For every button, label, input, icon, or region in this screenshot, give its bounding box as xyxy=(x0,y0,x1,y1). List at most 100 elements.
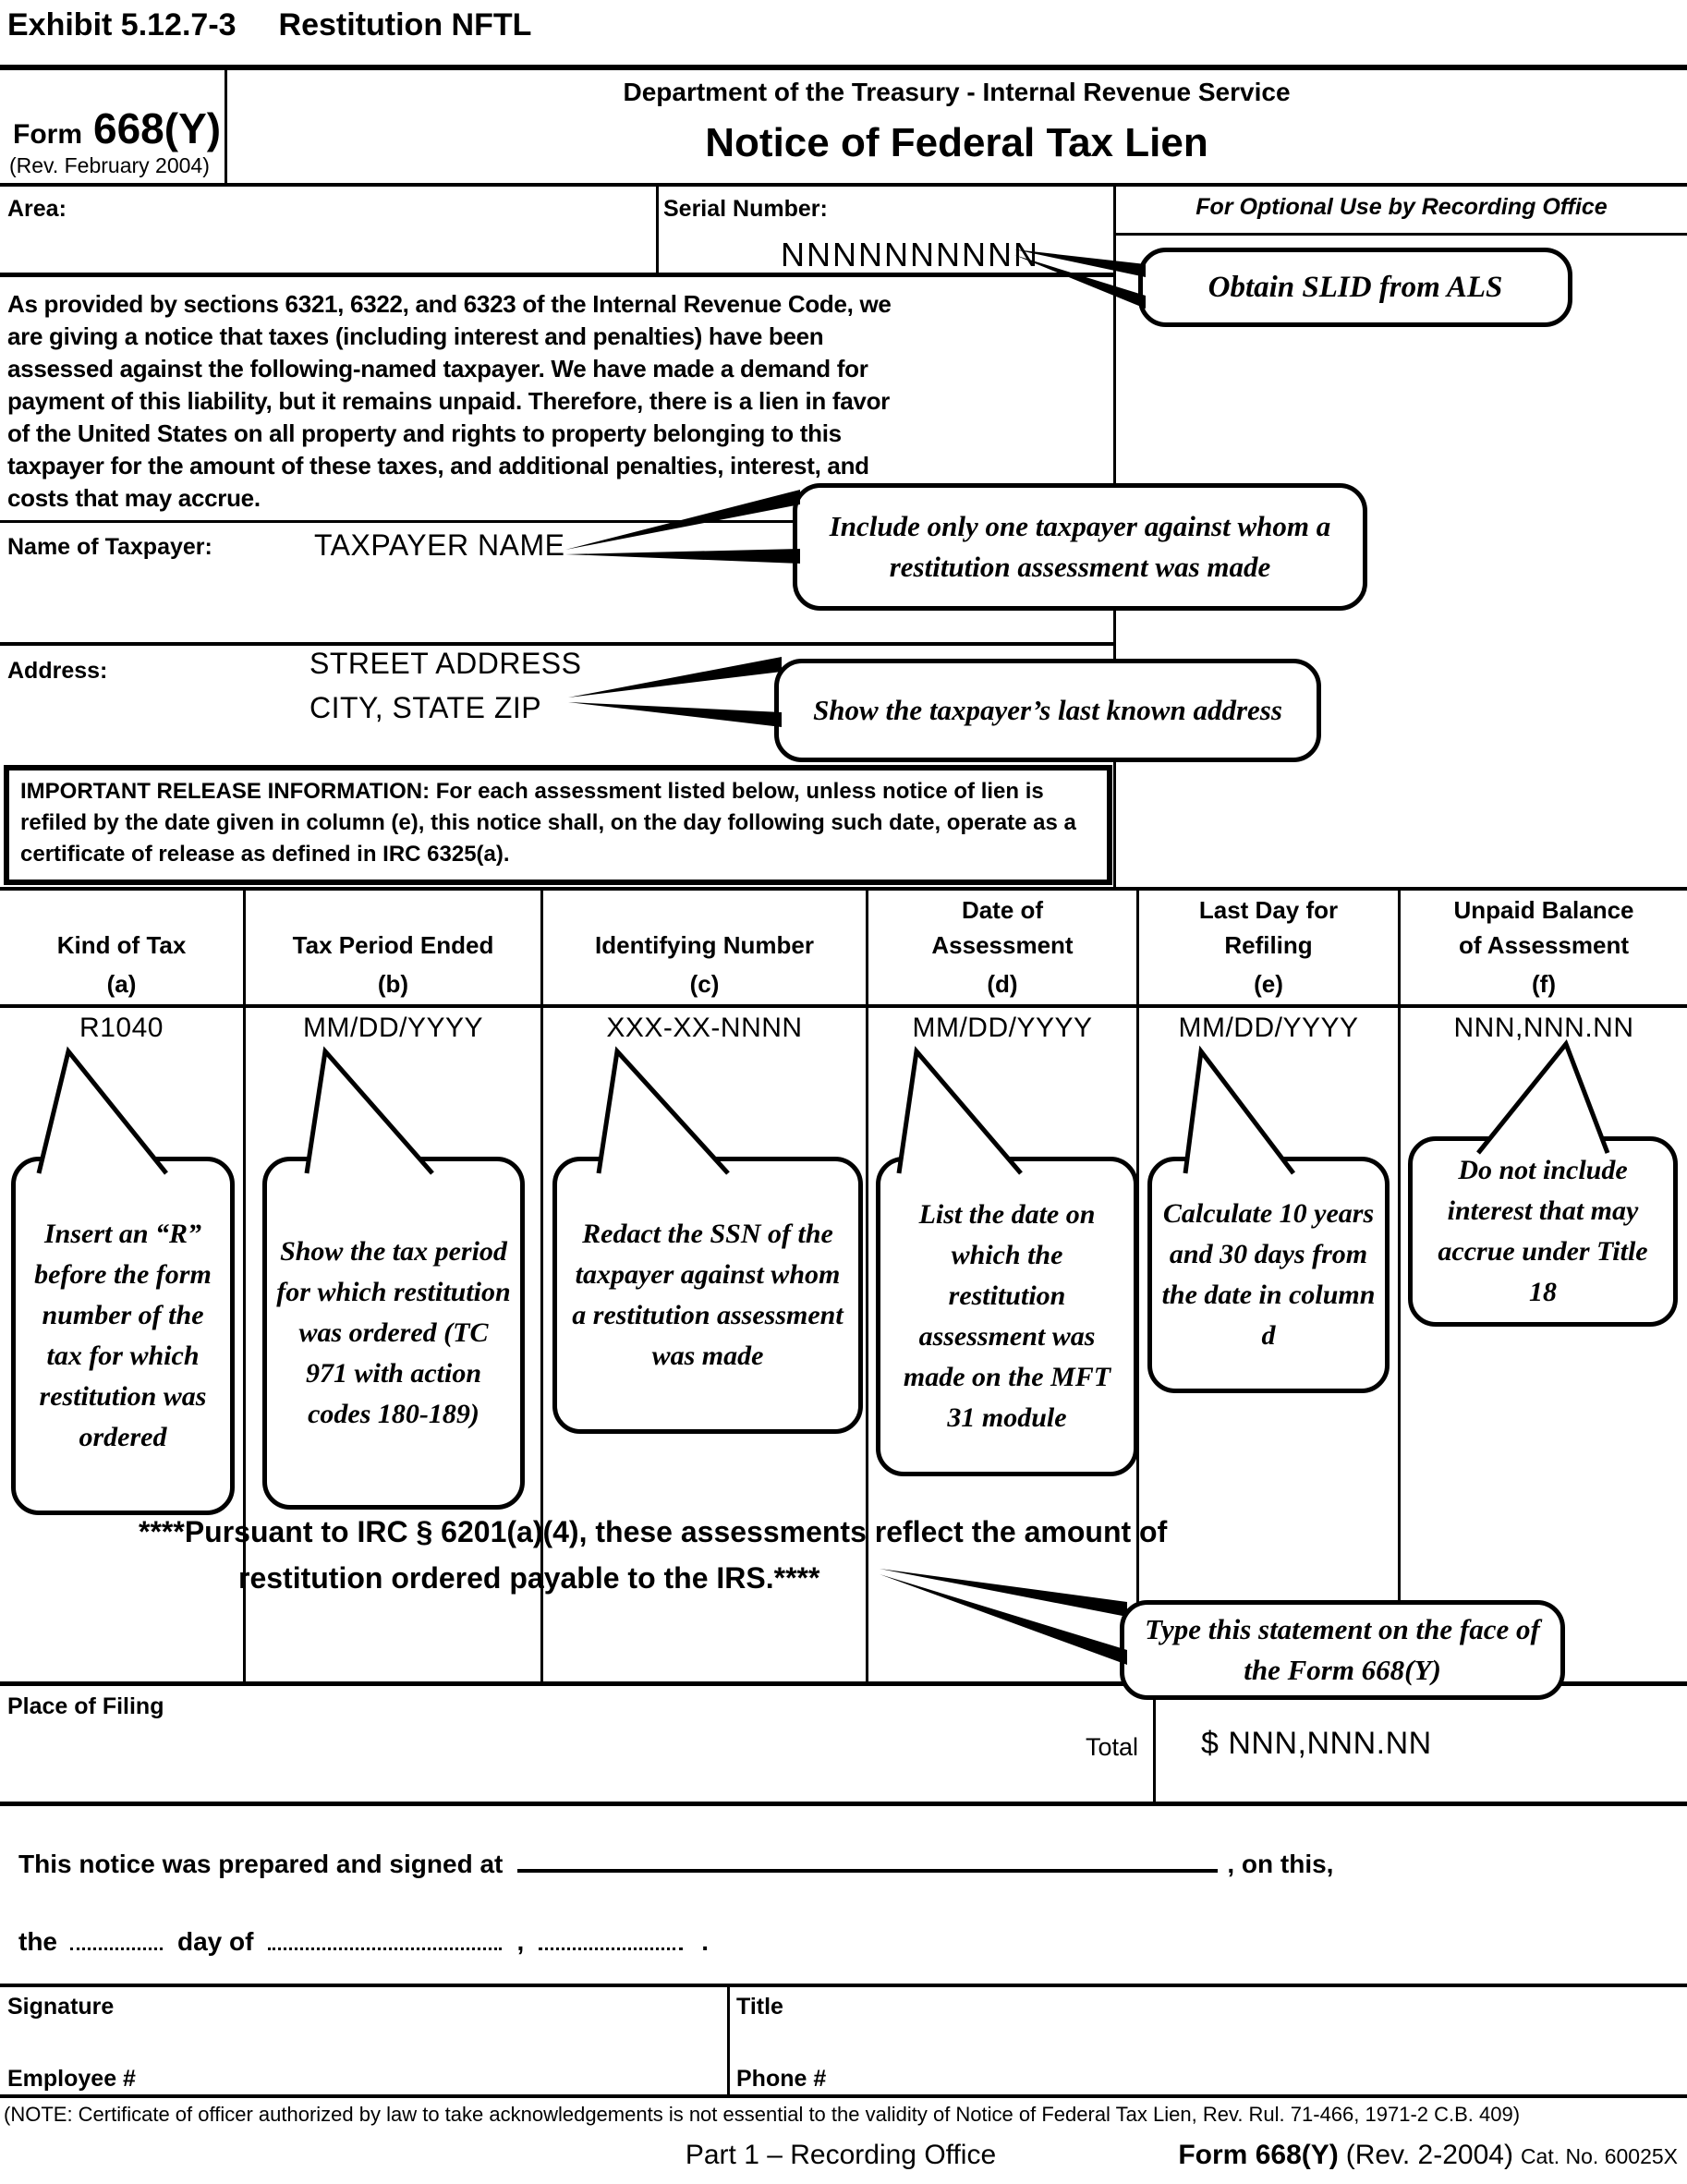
address-row-rule xyxy=(0,642,1113,646)
assessment-date-callout-text: List the date on which the restitution a… xyxy=(903,1199,1111,1433)
lien-paragraph: As provided by sections 6321, 6322, and … xyxy=(7,288,892,515)
tax-period-callout-pointer xyxy=(304,1046,434,1175)
address-label: Address: xyxy=(7,658,108,684)
kind-of-tax-callout: Insert an “R” before the form number of … xyxy=(11,1157,235,1515)
col-c-d-divider xyxy=(866,891,868,1681)
col-a-b-divider xyxy=(243,891,246,1681)
employee-number-label: Employee # xyxy=(7,2066,136,2092)
slid-callout: Obtain SLID from ALS xyxy=(1138,248,1572,327)
refiling-callout-pointer xyxy=(1183,1045,1295,1175)
exhibit-number: Exhibit 5.12.7-3 xyxy=(7,7,237,42)
column-header-text: Assessment xyxy=(931,931,1074,959)
total-divider xyxy=(1153,1686,1156,1802)
footer-part-label: Part 1 – Recording Office xyxy=(685,2140,997,2170)
year-blank xyxy=(539,1922,684,1950)
column-header-text: Identifying Number xyxy=(595,931,814,959)
refiling-callout-text: Calculate 10 years and 30 days from the … xyxy=(1161,1198,1376,1351)
month-blank xyxy=(268,1922,503,1950)
lien-paragraph-line: are giving a notice that taxes (includin… xyxy=(7,322,824,350)
phone-number-label: Phone # xyxy=(736,2066,827,2092)
column-header-identifying-number: Identifying Number (c) xyxy=(543,892,866,1003)
table-top-rule xyxy=(0,887,1687,891)
prepared-signed-line: This notice was prepared and signed at ,… xyxy=(18,1843,1333,1879)
total-label: Total xyxy=(1085,1733,1138,1761)
release-information-text: For each assessment listed below, unless… xyxy=(20,779,1076,867)
lien-paragraph-line: of the United States on all property and… xyxy=(7,419,842,447)
optional-use-underrule xyxy=(1116,233,1687,236)
col-e-f-divider xyxy=(1398,891,1401,1681)
column-header-assessment-date: Date of Assessment (d) xyxy=(868,892,1136,1003)
address-city-value: CITY, STATE ZIP xyxy=(309,691,542,724)
department-title: Department of the Treasury - Internal Re… xyxy=(623,78,1291,106)
address-street-value: STREET ADDRESS xyxy=(309,647,582,680)
column-letter: (b) xyxy=(377,970,409,998)
tax-period-value: MM/DD/YYYY xyxy=(302,1013,484,1043)
unpaid-balance-callout: Do not include interest that may accrue … xyxy=(1408,1136,1678,1327)
lien-paragraph-line: taxpayer for the amount of these taxes, … xyxy=(7,452,869,479)
taxpayer-callout-pointer xyxy=(565,549,800,564)
area-serial-divider xyxy=(656,187,659,273)
form-revision: (Rev. February 2004) xyxy=(9,153,210,177)
serial-number-value: NNNNNNNNNN xyxy=(781,236,1039,273)
serial-number-label: Serial Number: xyxy=(663,196,828,222)
acknowledgement-note: (NOTE: Certificate of officer authorized… xyxy=(4,2103,1521,2126)
day-of-text: day of xyxy=(177,1927,254,1956)
taxpayer-callout: Include only one taxpayer against whom a… xyxy=(793,483,1367,611)
prepared-signed-text: This notice was prepared and signed at xyxy=(18,1850,504,1878)
kind-of-tax-callout-text: Insert an “R” before the form number of … xyxy=(34,1219,212,1452)
exhibit-heading: Exhibit 5.12.7-3 Restitution NFTL xyxy=(7,7,531,43)
statement-callout-pointer xyxy=(880,1569,1127,1617)
column-header-text: Refiling xyxy=(1224,931,1313,959)
column-header-tax-period: Tax Period Ended (b) xyxy=(246,892,540,1003)
area-label: Area: xyxy=(7,196,67,222)
refiling-date-value: MM/DD/YYYY xyxy=(1178,1013,1359,1043)
statement-callout-pointer xyxy=(880,1574,1127,1665)
unpaid-balance-callout-text: Do not include interest that may accrue … xyxy=(1438,1155,1648,1307)
lien-paragraph-line: As provided by sections 6321, 6322, and … xyxy=(7,290,892,318)
address-callout-pointer xyxy=(568,702,782,727)
address-callout-pointer xyxy=(568,657,782,698)
statement-callout-text: Type this statement on the face of the F… xyxy=(1145,1613,1540,1686)
identifying-number-callout-pointer xyxy=(596,1046,730,1175)
header-top-rule xyxy=(0,65,1687,70)
kind-of-tax-callout-pointer xyxy=(36,1046,168,1175)
assessment-date-callout: List the date on which the restitution a… xyxy=(876,1157,1138,1476)
taxpayer-name-label: Name of Taxpayer: xyxy=(7,534,212,560)
column-letter: (e) xyxy=(1254,970,1283,998)
column-header-refiling: Last Day for Refiling (e) xyxy=(1139,892,1398,1003)
lien-paragraph-line: payment of this liability, but it remain… xyxy=(7,387,890,415)
restitution-statement-line1: ****Pursuant to IRC § 6201(a)(4), these … xyxy=(139,1515,1168,1548)
place-of-filing-label: Place of Filing xyxy=(7,1693,164,1719)
column-header-text: Date of xyxy=(961,896,1044,924)
identifying-number-callout: Redact the SSN of the taxpayer against w… xyxy=(552,1157,863,1434)
exhibit-name: Restitution NFTL xyxy=(278,7,532,42)
on-this-text: , on this, xyxy=(1227,1850,1334,1878)
total-value: $ NNN,NNN.NN xyxy=(1201,1726,1432,1761)
column-header-text: Kind of Tax xyxy=(56,931,187,959)
column-header-text: Unpaid Balance xyxy=(1453,896,1634,924)
column-letter: (c) xyxy=(689,970,720,998)
title-label: Title xyxy=(736,1994,783,2020)
assessment-date-callout-pointer xyxy=(896,1046,1023,1175)
slid-callout-text: Obtain SLID from ALS xyxy=(1208,271,1503,304)
prepared-location-blank xyxy=(517,1843,1219,1873)
date-line: the day of , . xyxy=(18,1922,709,1957)
release-information-box: IMPORTANT RELEASE INFORMATION: For each … xyxy=(4,765,1112,885)
day-number-blank xyxy=(70,1922,163,1950)
assessment-date-value: MM/DD/YYYY xyxy=(912,1013,1093,1043)
column-letter: (d) xyxy=(987,970,1018,998)
comma-text: , xyxy=(516,1927,525,1956)
footer-form-number: Form 668(Y) xyxy=(1178,2140,1339,2170)
footer-revision: (Rev. 2-2004) xyxy=(1345,2140,1513,2170)
tax-period-callout-text: Show the tax period for which restitutio… xyxy=(276,1236,511,1429)
column-header-text: of Assessment xyxy=(1459,931,1629,959)
release-information-label: IMPORTANT RELEASE INFORMATION: xyxy=(20,779,431,804)
signature-label: Signature xyxy=(7,1994,115,2020)
column-header-unpaid-balance: Unpaid Balance of Assessment (f) xyxy=(1401,892,1687,1003)
taxpayer-name-value: TAXPAYER NAME xyxy=(314,528,565,562)
form-cell-divider xyxy=(225,70,227,183)
header-bottom-rule xyxy=(0,183,1687,187)
table-header-rule xyxy=(0,1004,1687,1008)
kind-of-tax-value: R1040 xyxy=(79,1013,164,1043)
col-b-c-divider xyxy=(540,891,543,1681)
